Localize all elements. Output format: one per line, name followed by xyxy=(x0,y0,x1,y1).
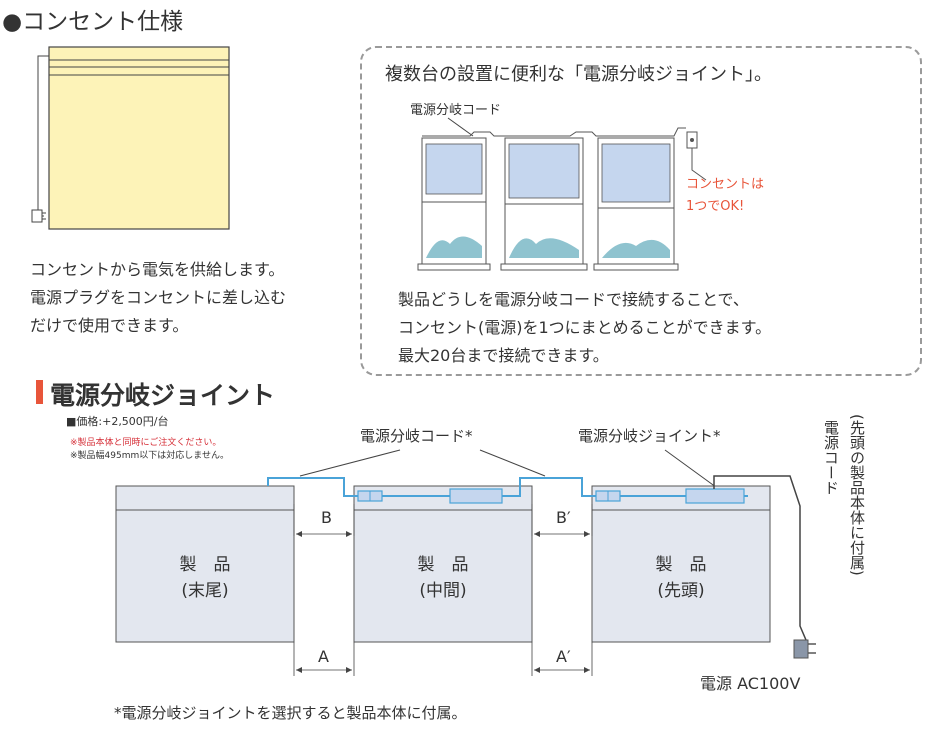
joint-middle xyxy=(449,488,503,504)
callout-box xyxy=(360,46,922,376)
joint-note: ※製品幅495mm以下は対応しません。 xyxy=(70,451,229,461)
product-position: (中間) xyxy=(419,581,467,601)
diagram-cord-label: 電源分岐コード* xyxy=(360,427,473,445)
cord-leader-1 xyxy=(299,449,401,477)
callout-body-line: 製品どうしを電源分岐コードで接続することで、 xyxy=(398,290,749,309)
window-2 xyxy=(500,137,588,271)
product-position: (先頭) xyxy=(657,581,705,601)
product-tail-label: 製 品 (末尾) xyxy=(116,552,294,604)
branch-cord-2 xyxy=(502,477,624,497)
window-3 xyxy=(593,137,679,271)
product-position: (末尾) xyxy=(181,581,229,601)
joint-head xyxy=(685,488,745,504)
callout-heading: 複数台の設置に便利な「電源分岐ジョイント」。 xyxy=(385,64,772,85)
cord-leader-2 xyxy=(479,449,546,477)
windows-illustration xyxy=(417,117,707,271)
outlet-note: コンセントは 1つでOK! xyxy=(686,174,764,218)
power-cord-vertical-label: 電源コード xyxy=(822,420,840,495)
callout-body-line: コンセント(電源)を1つにまとめることができます。 xyxy=(398,318,772,337)
product-head-label: 製 品 (先頭) xyxy=(592,552,770,604)
dimension-b: B xyxy=(321,508,332,527)
callout-body-line: 最大20台まで接続できます。 xyxy=(398,346,609,365)
power-plug xyxy=(793,639,809,659)
diagram-joint-label: 電源分岐ジョイント* xyxy=(578,427,721,445)
outlet-description: コンセントから電気を供給します。 電源プラグをコンセントに差し込む だけで使用で… xyxy=(30,256,286,340)
power-cord-vertical-note: (先頭の製品本体に付属) xyxy=(848,414,866,576)
dimension-b-prime: B′ xyxy=(556,508,571,527)
joint-leader xyxy=(664,449,721,491)
power-cord xyxy=(713,475,807,641)
outlet-desc-line: コンセントから電気を供給します。 xyxy=(30,260,285,279)
diagram-footnote: *電源分岐ジョイントを選択すると製品本体に付属。 xyxy=(114,704,467,722)
callout-cord-label: 電源分岐コード xyxy=(410,103,502,118)
joint-price: ■価格:+2,500円/台 xyxy=(66,415,169,428)
outlet-desc-line: 電源プラグをコンセントに差し込む xyxy=(30,288,287,307)
product-middle-label: 製 品 (中間) xyxy=(354,552,532,604)
blind-illustration xyxy=(31,46,230,230)
product-name: 製 品 xyxy=(655,555,707,575)
outlet-note-line: 1つでOK! xyxy=(686,199,745,214)
product-name: 製 品 xyxy=(417,555,469,575)
outlet-note-line: コンセントは xyxy=(686,177,765,192)
joint-section-title: 電源分岐ジョイント xyxy=(50,381,276,410)
outlet-desc-line: だけで使用できます。 xyxy=(30,316,189,335)
joint-note-red: ※製品本体と同時にご注文ください。 xyxy=(70,438,222,448)
joint-diagram xyxy=(115,449,816,676)
outlet-section-title: ●コンセント仕様 xyxy=(2,9,184,35)
window-1 xyxy=(417,137,491,271)
product-middle xyxy=(353,485,533,643)
callout-body: 製品どうしを電源分岐コードで接続することで、 コンセント(電源)を1つにまとめる… xyxy=(398,286,771,370)
section-accent-bar xyxy=(36,380,43,404)
product-tail xyxy=(115,485,295,643)
product-name: 製 品 xyxy=(179,555,231,575)
power-label: 電源 AC100V xyxy=(700,674,801,693)
dimension-a: A xyxy=(318,647,329,666)
dimension-a-prime: A′ xyxy=(556,647,571,666)
